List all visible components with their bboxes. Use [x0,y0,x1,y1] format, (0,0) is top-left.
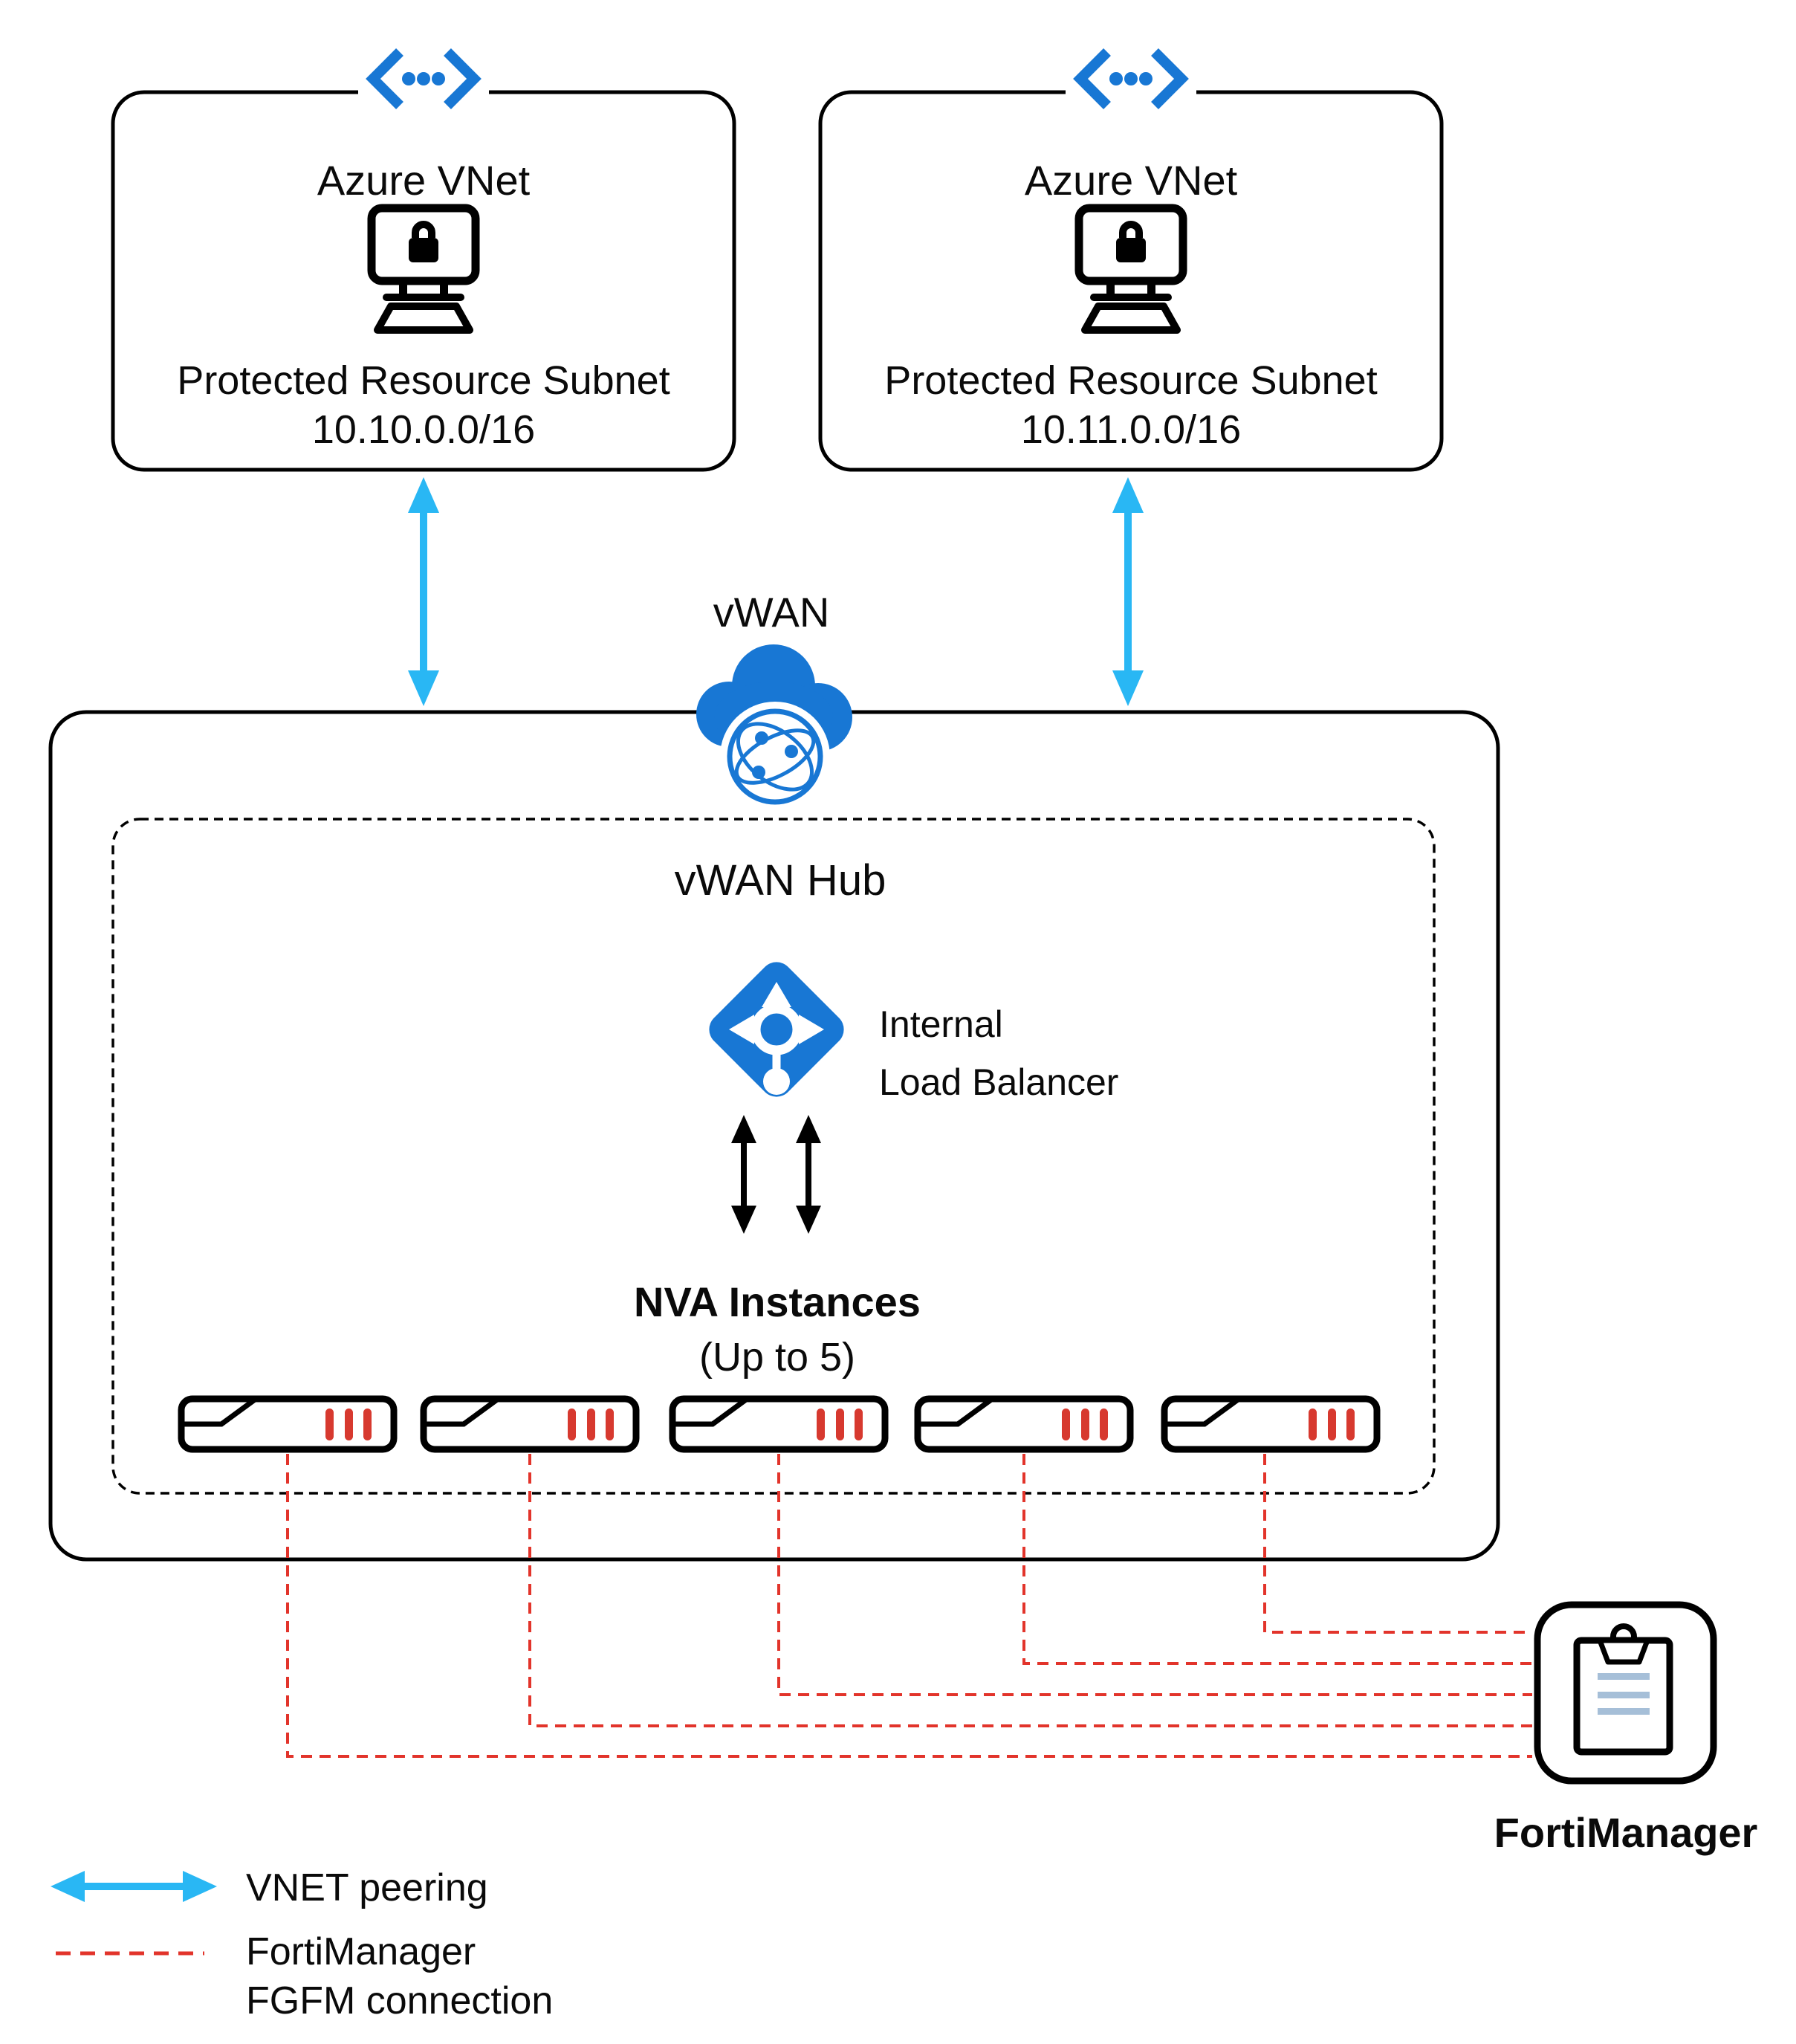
lb-nva-arrow-left [731,1115,756,1234]
vnet-right-subnet: Protected Resource Subnet [884,358,1378,403]
fgfm-connections [286,1454,1532,1758]
firewall-appliance-icon [420,1395,640,1453]
vnet-left-title: Azure VNet [317,157,531,204]
legend-fgfm-label-line2: FGFM connection [246,1979,554,2022]
firewall-appliance-icon [1161,1395,1381,1453]
vnet-peering-arrow-right [1112,477,1144,706]
firewall-appliance-icon [914,1395,1134,1453]
load-balancer-label-line1: Internal [879,1003,1003,1045]
cloud-globe-icon [696,644,852,812]
vwan-hub-title: vWAN Hub [674,856,886,905]
vnet-left-subnet: Protected Resource Subnet [177,358,670,403]
fortimanager-label: FortiManager [1494,1809,1758,1856]
firewall-appliance-icon [669,1395,889,1453]
vnet-left-cidr: 10.10.0.0/16 [311,407,536,452]
locked-workstation-icon [367,204,480,334]
azure-vnet-icon [1073,48,1189,109]
vnet-right-cidr: 10.11.0.0/16 [1020,407,1242,452]
load-balancer-label-line2: Load Balancer [879,1061,1119,1103]
vnet-right-title: Azure VNet [1024,157,1238,204]
lb-nva-arrow-right [796,1115,821,1234]
load-balancer-diamond-icon [709,962,844,1097]
nva-subtitle: (Up to 5) [698,1335,856,1380]
vwan-label: vWAN [713,589,830,635]
legend-peering-arrow [51,1871,217,1902]
azure-vnet-icon [366,48,482,109]
locked-workstation-icon [1074,204,1187,334]
clipboard-icon [1534,1601,1717,1785]
vwan-hub-box [111,818,1436,1495]
vnet-peering-arrow-left [408,477,439,706]
legend-peering-label: VNET peering [246,1866,488,1909]
legend-fgfm-label-line1: FortiManager [246,1930,476,1973]
firewall-appliance-icon [178,1395,398,1453]
nva-title: NVA Instances [634,1278,921,1325]
